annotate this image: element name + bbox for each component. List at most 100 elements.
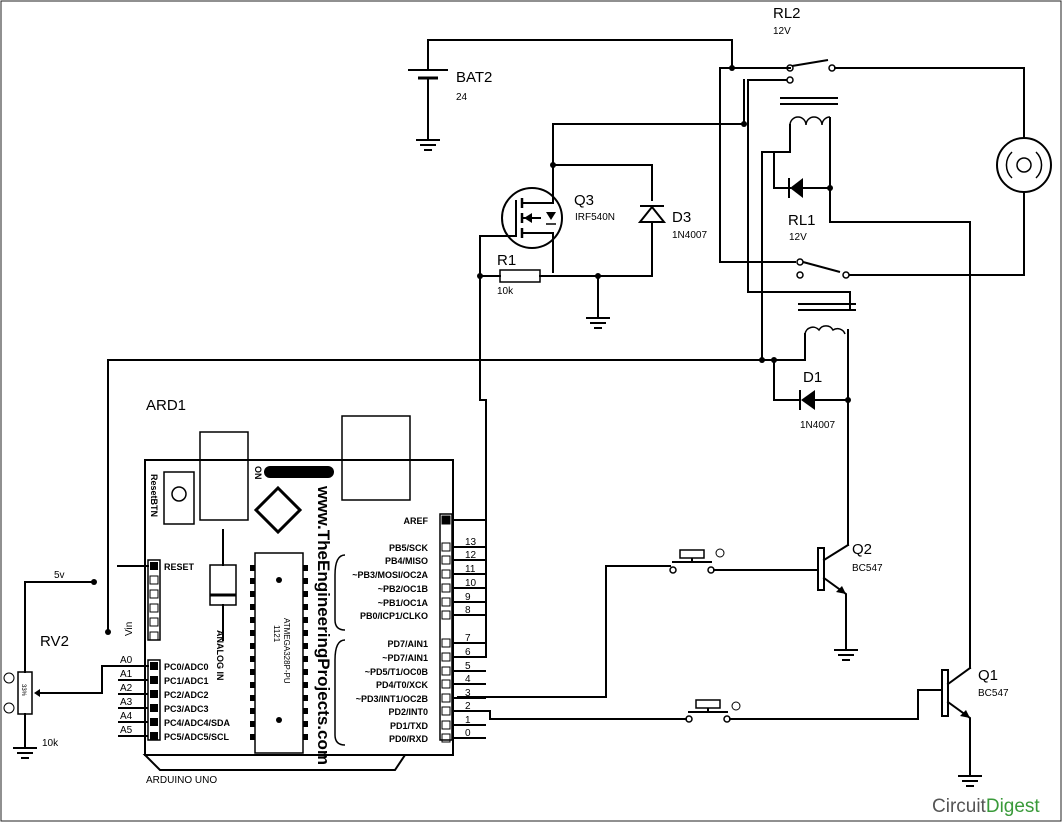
ard1-label: ARD1 [146, 397, 186, 414]
rv2-pct: 33% [20, 684, 26, 697]
analog-pin-label: PC5/ADC5/SCL [164, 732, 230, 742]
digital-pin-number: 5 [465, 661, 471, 672]
analog-ext-label: A0 [120, 655, 133, 666]
relay-rl1: RL1 12V [761, 151, 856, 401]
analog-ext-label: A5 [120, 725, 133, 736]
digital-pin-9 [441, 666, 451, 676]
digital-pin-number: 13 [465, 537, 477, 548]
digital-pin-number: 2 [465, 701, 471, 712]
q2-label: Q2 [852, 541, 872, 558]
potentiometer-rv2: 5v 33% RV2 10k [3, 570, 149, 759]
digital-pin-label: ~PD3/INT1/OC2B [356, 694, 429, 704]
crystal-icon [253, 485, 303, 535]
q1-value: BC547 [978, 688, 1009, 699]
transistor-q2: Q2 BC547 [457, 541, 883, 698]
analog-pin-3 [150, 704, 158, 712]
reset-pin-label: RESET [164, 562, 195, 572]
digital-pin-4 [441, 583, 451, 593]
analog-pin-0 [150, 662, 158, 670]
rl2-label: RL2 [773, 5, 801, 22]
digital-pin-number: 11 [465, 564, 476, 575]
digital-pin-label: ~PB3/MOSI/OC2A [352, 570, 428, 580]
analog-pins-group: A0PC0/ADC0A1PC1/ADC1A2PC2/ADC2A3PC3/ADC3… [118, 655, 231, 742]
digital-pin-label: ~PD7/AIN1 [382, 653, 428, 663]
d1-label: D1 [803, 369, 822, 386]
analog-ext-label: A2 [120, 683, 133, 694]
rl1-label: RL1 [788, 212, 816, 229]
analog-pin-1 [150, 676, 158, 684]
digital-pin-number: 12 [465, 550, 477, 561]
analog-pin-5 [150, 732, 158, 740]
on-led [264, 466, 334, 478]
digital-pin-number: 10 [465, 578, 477, 589]
analog-pin-label: PC1/ADC1 [164, 676, 209, 686]
digital-pin-1 [441, 542, 451, 552]
rv2-label: RV2 [40, 633, 69, 650]
reset-button-box [163, 471, 195, 525]
d1-value: 1N4007 [800, 420, 835, 431]
digital-pin-label: PB0/ICP1/CLKO [360, 611, 428, 621]
digital-pin-number: 4 [465, 674, 471, 685]
digital-pin-6 [441, 610, 451, 620]
usb-connector [199, 431, 249, 521]
rl1-value: 12V [789, 232, 807, 243]
digital-pin-8 [441, 652, 451, 662]
d3-label: D3 [672, 209, 691, 226]
analog-pin-label: PC0/ADC0 [164, 662, 209, 672]
resistor-r1: R1 10k [457, 235, 610, 658]
digital-pin-2 [441, 555, 451, 565]
digital-pin-number: 0 [465, 728, 471, 739]
digital-pin-label: PB4/MISO [385, 556, 428, 566]
digital-pin-label: ~PD5/T1/OC0B [365, 667, 429, 677]
analog-ext-label: A3 [120, 697, 133, 708]
digital-pin-0 [441, 515, 451, 525]
digital-pin-14 [441, 733, 451, 743]
vin-pin-label: Vin [124, 622, 135, 636]
bat2-label: BAT2 [456, 69, 492, 86]
digital-pin-label: ~PB2/OC1B [378, 584, 429, 594]
mosfet-q3: Q3 IRF540N [479, 79, 747, 273]
supply-5v-label: 5v [54, 570, 65, 581]
d3-value: 1N4007 [672, 230, 707, 241]
website-text: www.TheEngineeringProjects.com [314, 485, 333, 765]
digital-pin-12 [441, 706, 451, 716]
bat2-value: 24 [456, 92, 468, 103]
analog-ext-label: A1 [120, 669, 133, 680]
diode-d1: D1 1N4007 [773, 359, 851, 546]
r1-label: R1 [497, 252, 516, 269]
chip-top-text: 1121 [272, 625, 281, 643]
digital-pin-3 [441, 569, 451, 579]
digital-pin-label: PB5/SCK [389, 543, 429, 553]
analog-pin-label: PC4/ADC4/SDA [164, 718, 231, 728]
rv2-value: 10k [42, 738, 59, 749]
digital-pin-7 [441, 638, 451, 648]
board-caption: ARDUINO UNO [146, 775, 217, 786]
q1-label: Q1 [978, 667, 998, 684]
digital-pin-label: ~PB1/OC1A [378, 598, 429, 608]
analog-pin-2 [150, 690, 158, 698]
rl2-value: 12V [773, 26, 791, 37]
analog-in-text: ANALOG IN [215, 630, 225, 681]
digital-pin-label: AREF [404, 516, 429, 526]
q2-value: BC547 [852, 563, 883, 574]
digital-pin-label: PD1/TXD [390, 721, 429, 731]
reset-btn-text: ResetBTN [149, 474, 159, 517]
analog-ext-label: A4 [120, 711, 133, 722]
relay-rl2: RL2 12V [719, 5, 1025, 669]
analog-pin-4 [150, 718, 158, 726]
on-label: ON [253, 466, 263, 480]
arduino-uno: ARD1 ResetBTN ON www.TheEngineeringProje… [117, 397, 486, 786]
digital-pin-10 [441, 679, 451, 689]
r1-value: 10k [497, 286, 514, 297]
transistor-q1: Q1 BC547 [457, 666, 1009, 787]
q3-value: IRF540N [575, 212, 615, 223]
brand-logo: CircuitDigest [932, 796, 1040, 817]
oscillator-component [209, 564, 237, 606]
digital-pin-13 [441, 720, 451, 730]
digital-pin-label: PD4/T0/XCK [376, 680, 429, 690]
brand-text: CircuitDigest [932, 796, 1040, 817]
digital-pin-label: PD0/RXD [389, 734, 429, 744]
